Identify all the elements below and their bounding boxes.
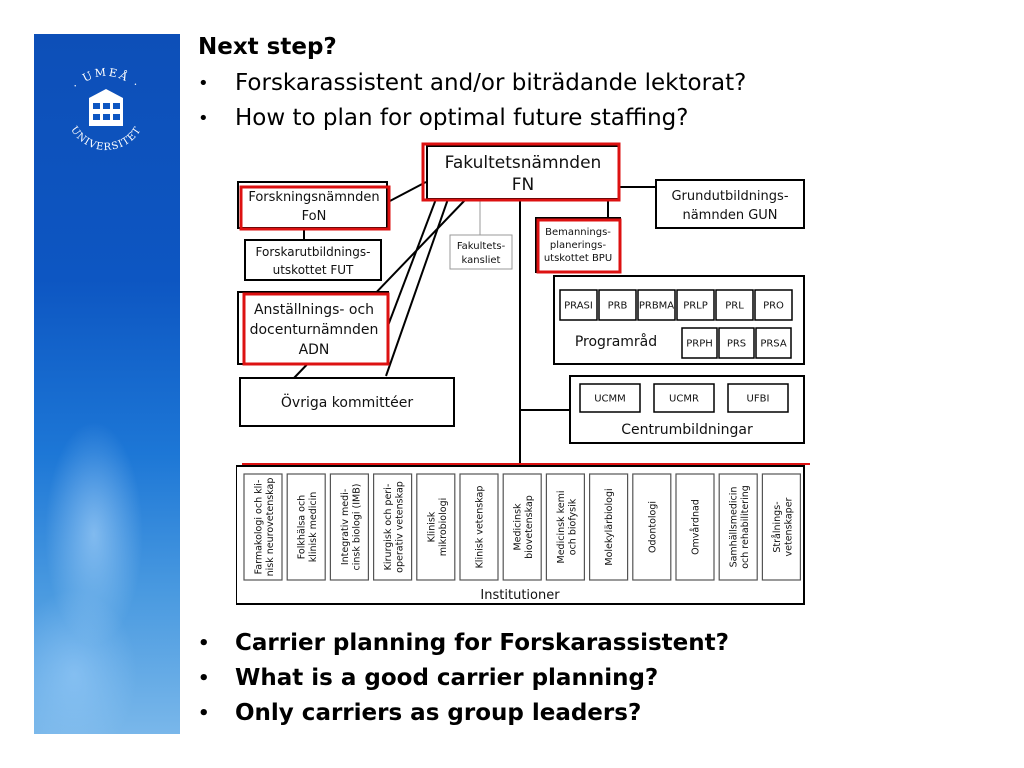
programrad-item: PRS: [718, 327, 755, 359]
gun-line2: nämnden GUN: [682, 208, 777, 223]
slide-title: Next step?: [198, 34, 337, 60]
institution-item: Medicinsk kemioch biofysik: [545, 473, 585, 581]
adn-line2: docenturnämnden: [250, 322, 379, 338]
adn-box: Anställnings- och docenturnämnden ADN: [237, 291, 390, 366]
institution-item: Folkhälsa ochklinisk medicin: [286, 473, 326, 581]
programrad-box: Programråd PRASI PRB PRBMA PRLP PRL PRO PRPH P…: [553, 275, 805, 365]
institution-label: Strålnings-vetenskaper: [772, 497, 795, 556]
programrad-item-label: PRL: [725, 301, 744, 312]
institution-item: Integrativ medi-cinsk biologi (IMB): [329, 473, 370, 581]
programrad-item-label: PRB: [608, 301, 628, 312]
fut-box: Forskarutbildnings- utskottet FUT: [244, 239, 382, 281]
institution-label: Kirurgisk och peri-operativ vetenskap: [383, 481, 406, 573]
fn-box: Fakultetsnämnden FN: [421, 142, 621, 202]
programrad-item-label: PRBMA: [639, 301, 674, 312]
ovriga-label: Övriga kommittéer: [281, 393, 413, 411]
adn-line3: ADN: [299, 342, 330, 358]
programrad-item: PRLP: [676, 289, 715, 321]
adn-line1: Anställnings- och: [254, 302, 374, 318]
centrum-label: Centrumbildningar: [621, 422, 753, 438]
institution-label: Klinisk vetenskap: [475, 486, 486, 569]
bullet-item: Forskarassistent and/or biträdande lekto…: [198, 66, 746, 101]
fn-line1: Fakultetsnämnden: [445, 153, 602, 173]
institution-label: Molekylärbiologi: [604, 488, 615, 565]
fon-box: Forskningsnämnden FoN: [237, 181, 391, 231]
programrad-item-label: PRO: [763, 301, 784, 312]
top-bullet-list: Forskarassistent and/or biträdande lekto…: [198, 66, 746, 136]
institution-label: Medicinskbiovetenskap: [513, 495, 536, 559]
sidebar-banner: · UMEÅ · UNIVERSITET: [34, 34, 180, 734]
fon-line1: Forskningsnämnden: [248, 190, 379, 205]
centrum-item-label: UCMR: [669, 394, 699, 405]
programrad-item: PRB: [598, 289, 637, 321]
programrad-item-label: PRPH: [686, 339, 713, 350]
institution-item: Molekylärbiologi: [589, 473, 629, 581]
programrad-item: PRL: [715, 289, 754, 321]
centrum-item: UFBI: [727, 383, 789, 413]
centrum-box: Centrumbildningar UCMM UCMR UFBI: [569, 375, 805, 444]
kansliet-line2: kansliet: [462, 255, 501, 266]
programrad-label: Programråd: [575, 333, 657, 350]
bullet-item: What is a good carrier planning?: [198, 661, 729, 696]
org-chart: Fakultetsnämnden FN Forskningsnämnden Fo…: [236, 142, 810, 605]
institution-label: Medicinsk kemioch biofysik: [556, 491, 579, 564]
svg-text:UNIVERSITET: UNIVERSITET: [68, 125, 144, 154]
kansliet-line1: Fakultets-: [457, 241, 506, 252]
institution-item: Medicinskbiovetenskap: [502, 473, 542, 581]
bullet-item: Carrier planning for Forskarassistent?: [198, 626, 729, 661]
institution-label: Integrativ medi-cinsk biologi (IMB): [340, 484, 363, 571]
programrad-item-label: PRASI: [564, 301, 593, 312]
fn-line2: FN: [512, 175, 535, 195]
svg-text:· UMEÅ ·: · UMEÅ ·: [70, 66, 143, 92]
gun-box: Grundutbildnings- nämnden GUN: [655, 179, 805, 229]
institution-item: Samhällsmedicinoch rehabilitering: [718, 473, 758, 581]
centrum-item: UCMR: [653, 383, 715, 413]
programrad-item: PRASI: [559, 289, 598, 321]
centrum-item-label: UCMM: [594, 394, 626, 405]
programrad-item-label: PRS: [727, 339, 746, 350]
bullet-item: Only carriers as group leaders?: [198, 696, 729, 731]
institution-item: Klinisk vetenskap: [459, 473, 499, 581]
institution-item: Omvårdnad: [675, 473, 715, 581]
centrum-item: UCMM: [579, 383, 641, 413]
institutioner-box: Institutioner Farmakologi och kli-nisk n…: [236, 465, 805, 605]
institution-item: Kliniskmikrobiologi: [416, 473, 456, 581]
programrad-item: PRPH: [681, 327, 718, 359]
institution-label: Folkhälsa ochklinisk medicin: [297, 492, 320, 563]
institution-label: Farmakologi och kli-nisk neurovetenskap: [254, 478, 277, 577]
programrad-item-label: PRLP: [683, 301, 708, 312]
bullet-item: How to plan for optimal future staffing?: [198, 101, 746, 136]
ovriga-box: Övriga kommittéer: [239, 377, 455, 427]
bottom-bullet-list: Carrier planning for Forskarassistent? W…: [198, 626, 729, 731]
programrad-item: PRO: [754, 289, 793, 321]
bpu-line1: Bemannings-: [545, 227, 611, 238]
fut-line2: utskottet FUT: [273, 263, 354, 277]
institution-label: Odontologi: [647, 501, 658, 553]
fon-line2: FoN: [302, 209, 327, 224]
bpu-line2: planerings-: [550, 240, 607, 251]
programrad-item: PRSA: [755, 327, 792, 359]
programrad-item-label: PRSA: [760, 339, 787, 350]
institution-label: Kliniskmikrobiologi: [426, 498, 449, 557]
institution-item: Odontologi: [632, 473, 672, 581]
institution-item: Farmakologi och kli-nisk neurovetenskap: [243, 473, 283, 581]
programrad-item: PRBMA: [637, 289, 676, 321]
institution-label: Samhällsmedicinoch rehabilitering: [729, 485, 752, 569]
centrum-item-label: UFBI: [747, 394, 770, 405]
institution-item: Kirurgisk och peri-operativ vetenskap: [373, 473, 413, 581]
institution-label: Omvårdnad: [691, 499, 702, 555]
bpu-line3: utskottet BPU: [544, 253, 612, 264]
gun-line1: Grundutbildnings-: [671, 189, 788, 204]
university-seal-icon: · UMEÅ · UNIVERSITET: [68, 66, 144, 154]
fut-line1: Forskarutbildnings-: [256, 245, 371, 259]
institution-item: Strålnings-vetenskaper: [761, 473, 802, 581]
institutioner-label: Institutioner: [480, 588, 560, 603]
bpu-box: Bemannings- planerings- utskottet BPU: [535, 217, 622, 274]
kansliet-box: Fakultets- kansliet: [449, 234, 513, 270]
